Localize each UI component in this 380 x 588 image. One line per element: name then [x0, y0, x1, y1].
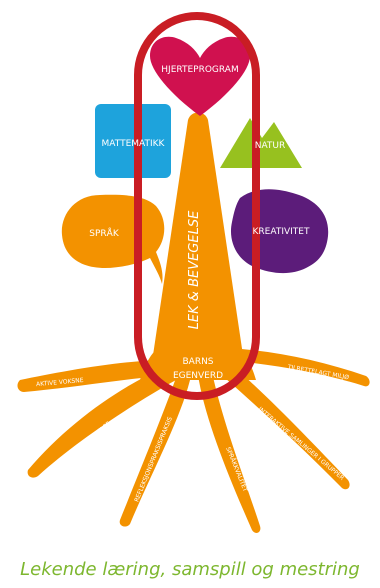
creativity-label: KREATIVITET	[253, 227, 310, 237]
root-left-mid	[27, 365, 176, 478]
center-label-line1: BARNS	[182, 357, 213, 367]
root-center	[198, 372, 261, 533]
center-label-line2: EGENVERD	[173, 371, 223, 381]
root-right-low	[216, 362, 350, 490]
trunk	[152, 112, 244, 362]
root-interaction-label: INTERAKTIVE SAMLINGER I GRUPPER	[257, 406, 346, 482]
root-left-low	[119, 372, 190, 527]
nature-mountain	[220, 118, 302, 168]
trunk-label: LEK & BEVEGELSE	[187, 210, 202, 329]
math-block	[95, 104, 171, 178]
root-left-top	[17, 360, 173, 392]
language-label: SPRÅK	[89, 227, 120, 239]
root-active-care-label: AKTIVE VOKSNE	[36, 377, 84, 388]
caption: Lekende læring, samspill og mestring	[20, 559, 360, 580]
heart-icon	[150, 36, 250, 116]
math-label: MATTEMATIKK	[102, 139, 166, 149]
language-bubble	[61, 194, 165, 284]
highlight-outline	[134, 12, 260, 400]
root-reflection-label: REFLEKSJONSPRAKSISPRAKSIS	[133, 416, 174, 503]
root-right-top	[225, 348, 370, 387]
roots	[17, 348, 370, 533]
nature-label: NATUR	[255, 141, 286, 151]
heart-label: HJERTEPROGRAM	[161, 65, 238, 75]
